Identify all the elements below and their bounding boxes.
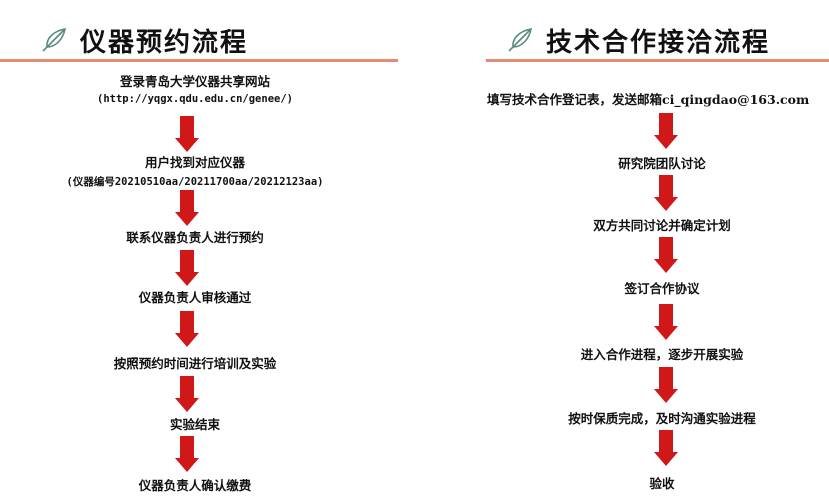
right-title: 技术合作接洽流程 — [546, 27, 771, 58]
right-arrow-3 — [654, 237, 678, 273]
left-title-row: 仪器预约流程 — [40, 20, 248, 60]
left-arrow-2 — [175, 190, 199, 226]
left-arrow-6 — [175, 436, 199, 472]
left-step-5: 按照预约时间进行培训及实验 — [113, 356, 277, 371]
right-step-1: 填写技术合作登记表，发送邮箱ci_qingdao@163.com — [487, 92, 810, 107]
right-arrow-4 — [654, 304, 678, 340]
left-arrow-5 — [175, 376, 199, 412]
left-note-ids: (仪器编号20210510aa/20211700aa/20212123aa) — [66, 176, 324, 188]
left-step-4: 仪器负责人审核通过 — [138, 290, 252, 305]
quill-icon — [42, 28, 67, 52]
right-arrow-1 — [654, 113, 678, 149]
right-title-rule — [486, 59, 829, 62]
instrument-booking-panel: 仪器预约流程 登录青岛大学仪器共享网站 (http://yqgx.qdu.edu… — [0, 0, 400, 503]
tech-cooperation-panel: 技术合作接洽流程 填写技术合作登记表，发送邮箱ci_qingdao@163.co… — [436, 0, 829, 503]
left-title: 仪器预约流程 — [80, 27, 249, 58]
right-step-3: 双方共同讨论并确定计划 — [593, 218, 731, 233]
right-step-6: 按时保质完成，及时沟通实验进程 — [568, 411, 756, 426]
right-arrow-5 — [654, 367, 678, 403]
right-title-row: 技术合作接洽流程 — [506, 20, 770, 60]
right-step-2: 研究院团队讨论 — [618, 156, 706, 171]
right-step-4: 签订合作协议 — [624, 281, 700, 296]
right-arrow-6 — [654, 430, 678, 466]
right-arrow-2 — [654, 175, 678, 211]
right-step-7: 验收 — [649, 476, 675, 491]
quill-icon — [508, 28, 533, 52]
left-step-2: 用户找到对应仪器 — [144, 155, 245, 170]
left-step-6: 实验结束 — [169, 417, 220, 432]
left-step-1: 登录青岛大学仪器共享网站 — [119, 74, 270, 89]
left-arrow-3 — [175, 250, 199, 286]
left-arrow-4 — [175, 311, 199, 347]
left-arrow-1 — [175, 116, 199, 152]
right-step-5: 进入合作进程，逐步开展实验 — [580, 347, 744, 362]
left-title-rule — [0, 59, 398, 62]
left-step-3: 联系仪器负责人进行预约 — [126, 230, 264, 245]
left-note-url: (http://yqgx.qdu.edu.cn/genee/) — [97, 93, 293, 105]
left-step-7: 仪器负责人确认缴费 — [138, 478, 252, 493]
